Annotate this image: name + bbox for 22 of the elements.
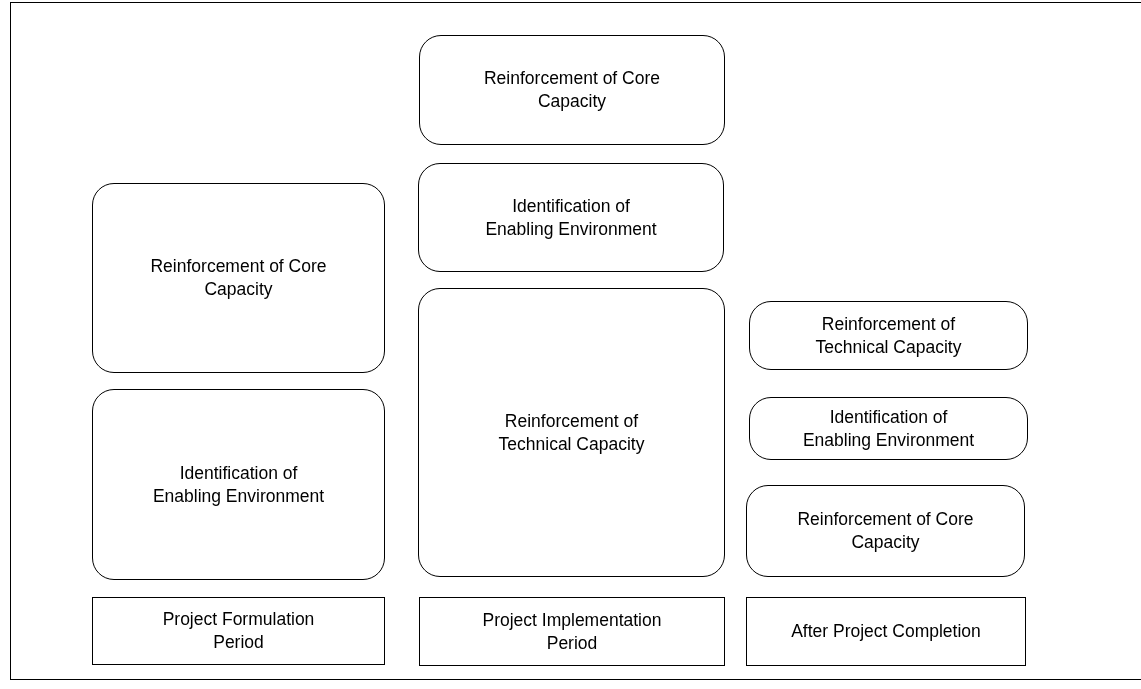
box-label: Reinforcement of Technical Capacity [814,312,963,359]
rounded-box [418,288,725,577]
box-label: Identification of Enabling Environment [151,461,326,508]
box-label: Project Implementation Period [481,608,663,655]
box-label: Identification of Enabling Environment [801,405,976,452]
rounded-box [749,397,1028,460]
box-label: Project Formulation Period [161,608,316,654]
box-label: Reinforcement of Core Capacity [796,508,975,554]
rounded-box [746,485,1025,577]
box-label: Reinforcement of Core Capacity [482,67,662,113]
rounded-box [418,163,724,272]
rounded-box [92,183,385,373]
period-box [92,597,385,665]
rounded-box [749,301,1028,370]
box-label: Reinforcement of Core Capacity [149,255,328,301]
box-label: After Project Completion [791,620,981,643]
box-label: Identification of Enabling Environment [484,194,658,241]
period-box [419,597,725,666]
period-box [746,597,1026,666]
box-label: Reinforcement of Technical Capacity [497,409,646,456]
rounded-box [92,389,385,580]
rounded-box [419,35,725,145]
